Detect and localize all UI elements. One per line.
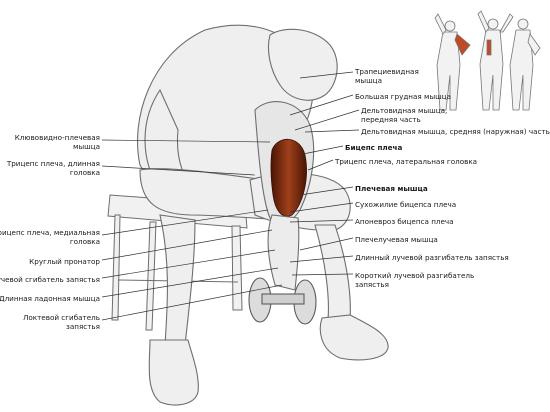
label-biceps-aponeurosis: Апоневроз бицепса плеча <box>355 217 454 226</box>
leader-line-left-4 <box>101 249 276 279</box>
leader-line-left-5 <box>101 267 279 298</box>
leader-line-right-3 <box>304 129 360 133</box>
leader-lines-left <box>101 139 283 321</box>
leader-line-left-6 <box>101 284 283 321</box>
label-palmaris-longus: Длинная ладонная мышца <box>0 294 100 303</box>
label-anterior-deltoid: Дельтовидная мышца,передняя часть <box>361 106 448 124</box>
leader-line-right-0 <box>299 71 354 79</box>
leader-line-right-11 <box>291 273 354 276</box>
label-brachialis: Плечевая мышца <box>355 184 428 193</box>
leader-lines-right <box>289 71 360 276</box>
leader-line-left-0 <box>101 139 271 143</box>
label-ext-carpi-radialis-longus: Длинный лучевой разгибатель запястья <box>355 253 509 262</box>
dumbbell <box>248 277 317 325</box>
label-biceps-tendon: Сухожилие бицепса плеча <box>355 200 457 209</box>
thumbnail-front <box>434 13 471 111</box>
leader-line-left-2 <box>101 209 269 236</box>
leader-line-right-7 <box>289 202 354 213</box>
leader-line-right-1 <box>289 94 354 116</box>
leader-line-right-6 <box>299 186 354 196</box>
thumbnail-back <box>477 10 514 111</box>
biceps-muscle-highlight <box>270 138 307 217</box>
label-biceps: Бицепс плеча <box>345 143 403 152</box>
leader-line-right-4 <box>297 145 344 156</box>
label-middle-deltoid: Дельтовидная мышца, средняя (наружная) ч… <box>361 127 550 136</box>
leader-line-left-1 <box>101 165 256 176</box>
muscle-thumbnails <box>434 10 541 111</box>
label-pronator-teres: Круглый пронатор <box>29 257 100 266</box>
working-arm <box>254 101 315 291</box>
leader-line-right-2 <box>294 109 360 131</box>
leader-line-right-9 <box>299 237 354 251</box>
leader-line-right-10 <box>289 255 354 263</box>
label-brachioradialis: Плечелучевая мышца <box>355 235 438 244</box>
leader-line-right-5 <box>307 159 334 171</box>
leader-line-left-3 <box>101 229 273 261</box>
label-pectoralis-major: Большая грудная мышца <box>355 92 451 101</box>
thumbnail-side <box>509 18 541 111</box>
label-flexor-carpi-radialis: Лучевой сгибатель запястья <box>0 275 100 284</box>
leader-line-right-8 <box>289 219 354 223</box>
label-triceps-lateral: Трицепс плеча, латеральная головка <box>335 157 478 166</box>
